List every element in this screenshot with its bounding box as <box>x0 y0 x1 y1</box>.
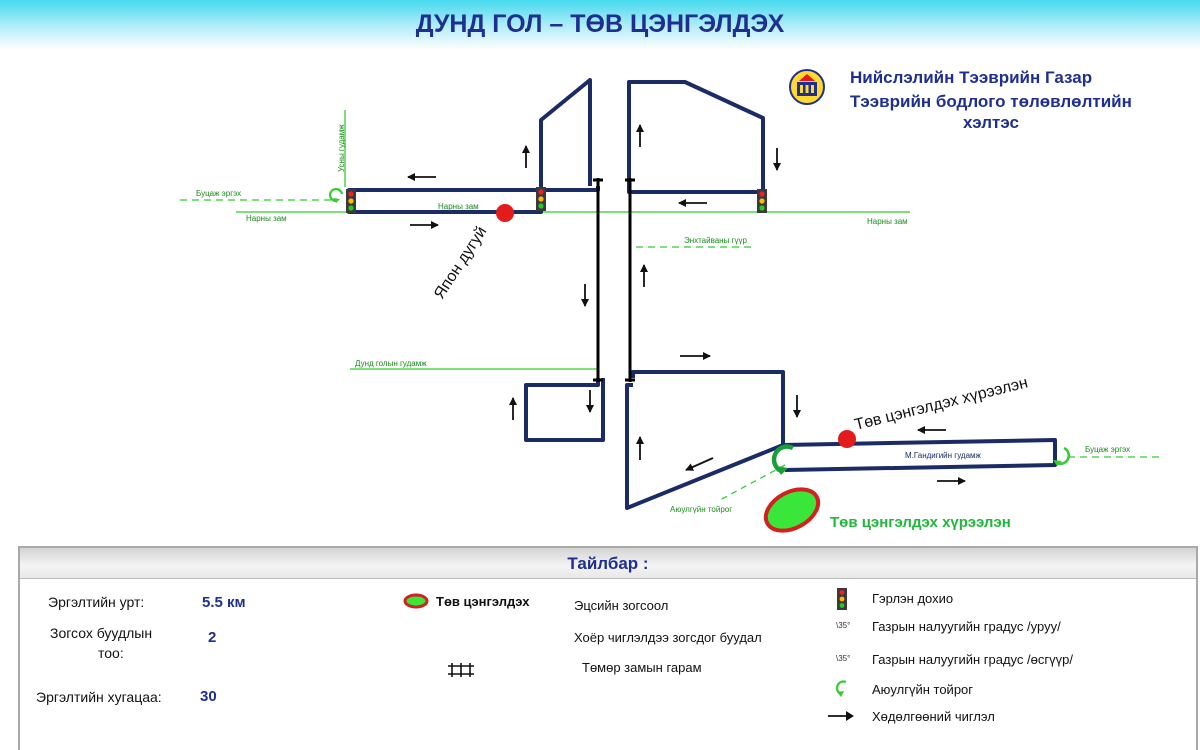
agency-dept: Тээврийн бодлого төлөвлөлтийн <box>850 92 1132 111</box>
label-m-gandi: М.Гандигийн гудамж <box>905 451 982 460</box>
main-avenue <box>593 178 635 382</box>
legend-header <box>20 548 1196 579</box>
safety-loop-legend-icon <box>835 680 847 697</box>
agency-dept-2: хэлтэс <box>963 113 1019 132</box>
stops-label: Зогсох буудлын <box>50 625 153 641</box>
route-length-label: Эргэлтийн урт: <box>48 594 145 610</box>
legend-title: Тайлбар : <box>567 554 649 573</box>
legend-end-stop: Эцсийн зогсоол <box>574 598 669 613</box>
label-tov-khureelen-top: Төв цэнгэлдэх хүрээлэн <box>853 374 1030 434</box>
stadium-legend-icon <box>403 593 429 609</box>
u-turn-icon <box>1053 446 1071 466</box>
stop-tov-khureelen <box>838 430 856 448</box>
route-west-loop <box>347 78 600 214</box>
route <box>347 78 1057 510</box>
traffic-light-legend-icon <box>837 588 847 610</box>
label-usny: Усны гудамж <box>337 124 346 172</box>
label-tov-khureelen-bottom: Төв цэнгэлдэх хүрээлэн <box>830 514 1011 531</box>
label-aiulgui: Аюулгүйн тойрог <box>670 505 732 514</box>
duration-value: 30 <box>200 688 217 705</box>
legend-two-way-stop: Хоёр чиглэлдээ зогсдог буудал <box>574 630 762 645</box>
legend-traffic-light: Гэрлэн дохио <box>872 591 954 606</box>
route-map: Буцаж эргэх Нарны зам Нарны зам Нарны за… <box>180 78 1162 533</box>
traffic-lights <box>346 187 767 213</box>
legend-slope-up: Газрын налуугийн градус /өсгүүр/ <box>872 652 1073 667</box>
traffic-light-icon <box>536 187 546 211</box>
u-turn-icon <box>329 187 344 203</box>
route-south-east-1 <box>631 370 785 445</box>
stops-label-2: тоо: <box>98 645 124 661</box>
legend-direction: Хөдөлгөөний чиглэл <box>872 709 995 724</box>
route-south-west <box>524 378 605 442</box>
label-yapon-dugui: Япон дугуй <box>431 224 490 302</box>
legend-panel: Тайлбар : Эргэлтийн урт: 5.5 км Зогсох б… <box>18 546 1198 750</box>
label-enkh-taivan: Энхтайваны гүүр <box>684 236 747 245</box>
road-aiulgui <box>719 464 786 501</box>
slope-down-mark: \35° <box>836 621 851 630</box>
slope-up-mark: \35° <box>836 654 851 663</box>
page-title: ДУНД ГОЛ – ТӨВ ЦЭНГЭЛДЭХ <box>415 10 785 38</box>
map-labels: Буцаж эргэх Нарны зам Нарны зам Нарны за… <box>196 124 1130 531</box>
direction-arrow-icon <box>828 711 854 721</box>
legend-stadium: Төв цэнгэлдэх <box>436 594 530 609</box>
duration-label: Эргэлтийн хугацаа: <box>36 689 162 705</box>
legend-slope-down: Газрын налуугийн градус /уруу/ <box>872 619 1061 634</box>
agency-logo-icon <box>789 69 825 105</box>
traffic-light-icon <box>757 189 767 213</box>
legend-safety-loop: Аюулгүйн тойрог <box>872 682 974 697</box>
arrow <box>685 457 714 471</box>
route-east-loop <box>627 80 765 194</box>
label-naryn-right: Нарны зам <box>867 217 908 226</box>
title-band <box>0 0 1200 50</box>
traffic-light-icon <box>346 189 356 213</box>
label-naryn-left: Нарны зам <box>246 214 287 223</box>
stop-yapon-dugui <box>496 204 514 222</box>
stops-value: 2 <box>208 629 217 646</box>
rail-crossing-icon <box>448 663 474 677</box>
roads <box>180 110 1162 501</box>
label-naryn-mid: Нарны зам <box>438 202 479 211</box>
safety-loop-icon <box>771 444 795 475</box>
route-length-value: 5.5 км <box>202 594 246 611</box>
agency-name: Нийслэлийн Тээврийн Газар <box>850 68 1093 87</box>
label-buutsaj-left: Буцаж эргэх <box>196 189 241 198</box>
label-dund-gol: Дунд голын гудамж <box>355 359 427 368</box>
route-south-east-2 <box>625 383 1057 510</box>
stadium-icon <box>763 487 821 533</box>
label-buutsaj-right: Буцаж эргэх <box>1085 445 1130 454</box>
direction-arrows <box>407 124 966 485</box>
legend-rail-crossing: Төмөр замын гарам <box>582 660 702 675</box>
